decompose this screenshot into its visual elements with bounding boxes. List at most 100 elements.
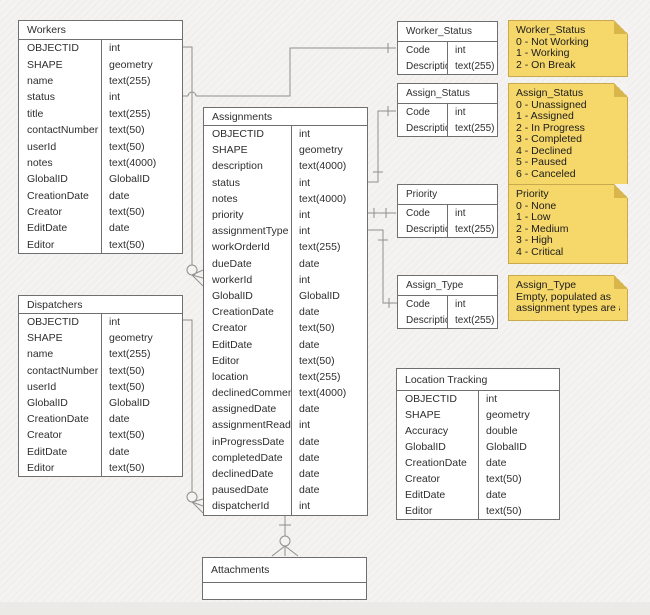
connector-assignments--attachments[interactable]	[271, 514, 299, 557]
field-type: double	[486, 425, 518, 437]
zero-cardinality-icon	[279, 535, 291, 547]
field-type: date	[299, 468, 320, 481]
field-name: OBJECTID	[27, 316, 79, 329]
table-assign_type[interactable]: Assign_TypeCodeintDescriptiontext(255)	[397, 275, 498, 329]
crows-foot-icon	[271, 545, 286, 557]
field-type: text(255)	[455, 60, 495, 72]
field-type: text(50)	[109, 380, 145, 393]
field-type: date	[299, 451, 320, 464]
table-assign_status[interactable]: Assign_StatusCodeintDescriptiontext(255)	[397, 83, 498, 137]
field-name: EditDate	[405, 489, 446, 501]
connector-dispatchers-objectid--assignments-dispatcherid[interactable]	[183, 319, 204, 514]
connector-assignments-status--assign_status-code[interactable]	[368, 106, 396, 183]
table-row[interactable]: Descriptiontext(255)	[398, 221, 497, 237]
table-worker_status[interactable]: Worker_StatusCodeintDescriptiontext(255)	[397, 21, 498, 75]
field-type: GlobalID	[486, 441, 527, 453]
field-type: text(255)	[109, 74, 151, 87]
table-row[interactable]: Descriptiontext(255)	[398, 58, 497, 74]
connector-workers-status--worker_status-code[interactable]	[183, 43, 396, 97]
table-attachments[interactable]: Attachments	[202, 557, 367, 600]
table-priority[interactable]: PriorityCodeintDescriptiontext(255)	[397, 184, 498, 238]
table-row[interactable]: Descriptiontext(255)	[398, 120, 497, 136]
connector-workers-objectid--assignments-workerid[interactable]	[183, 46, 204, 287]
connector-assignments-assignmenttype--assign_type-code[interactable]	[368, 229, 397, 308]
table-row[interactable]: Descriptiontext(255)	[398, 312, 497, 328]
field-name: Editor	[27, 461, 55, 474]
empty-row[interactable]	[203, 583, 366, 599]
note-line: 3 - High	[516, 235, 553, 246]
field-name: SHAPE	[27, 58, 63, 71]
field-type: int	[455, 106, 466, 118]
connector-assignments-priority--priority-code[interactable]	[368, 208, 396, 218]
note-fold-corner-icon	[614, 20, 628, 34]
